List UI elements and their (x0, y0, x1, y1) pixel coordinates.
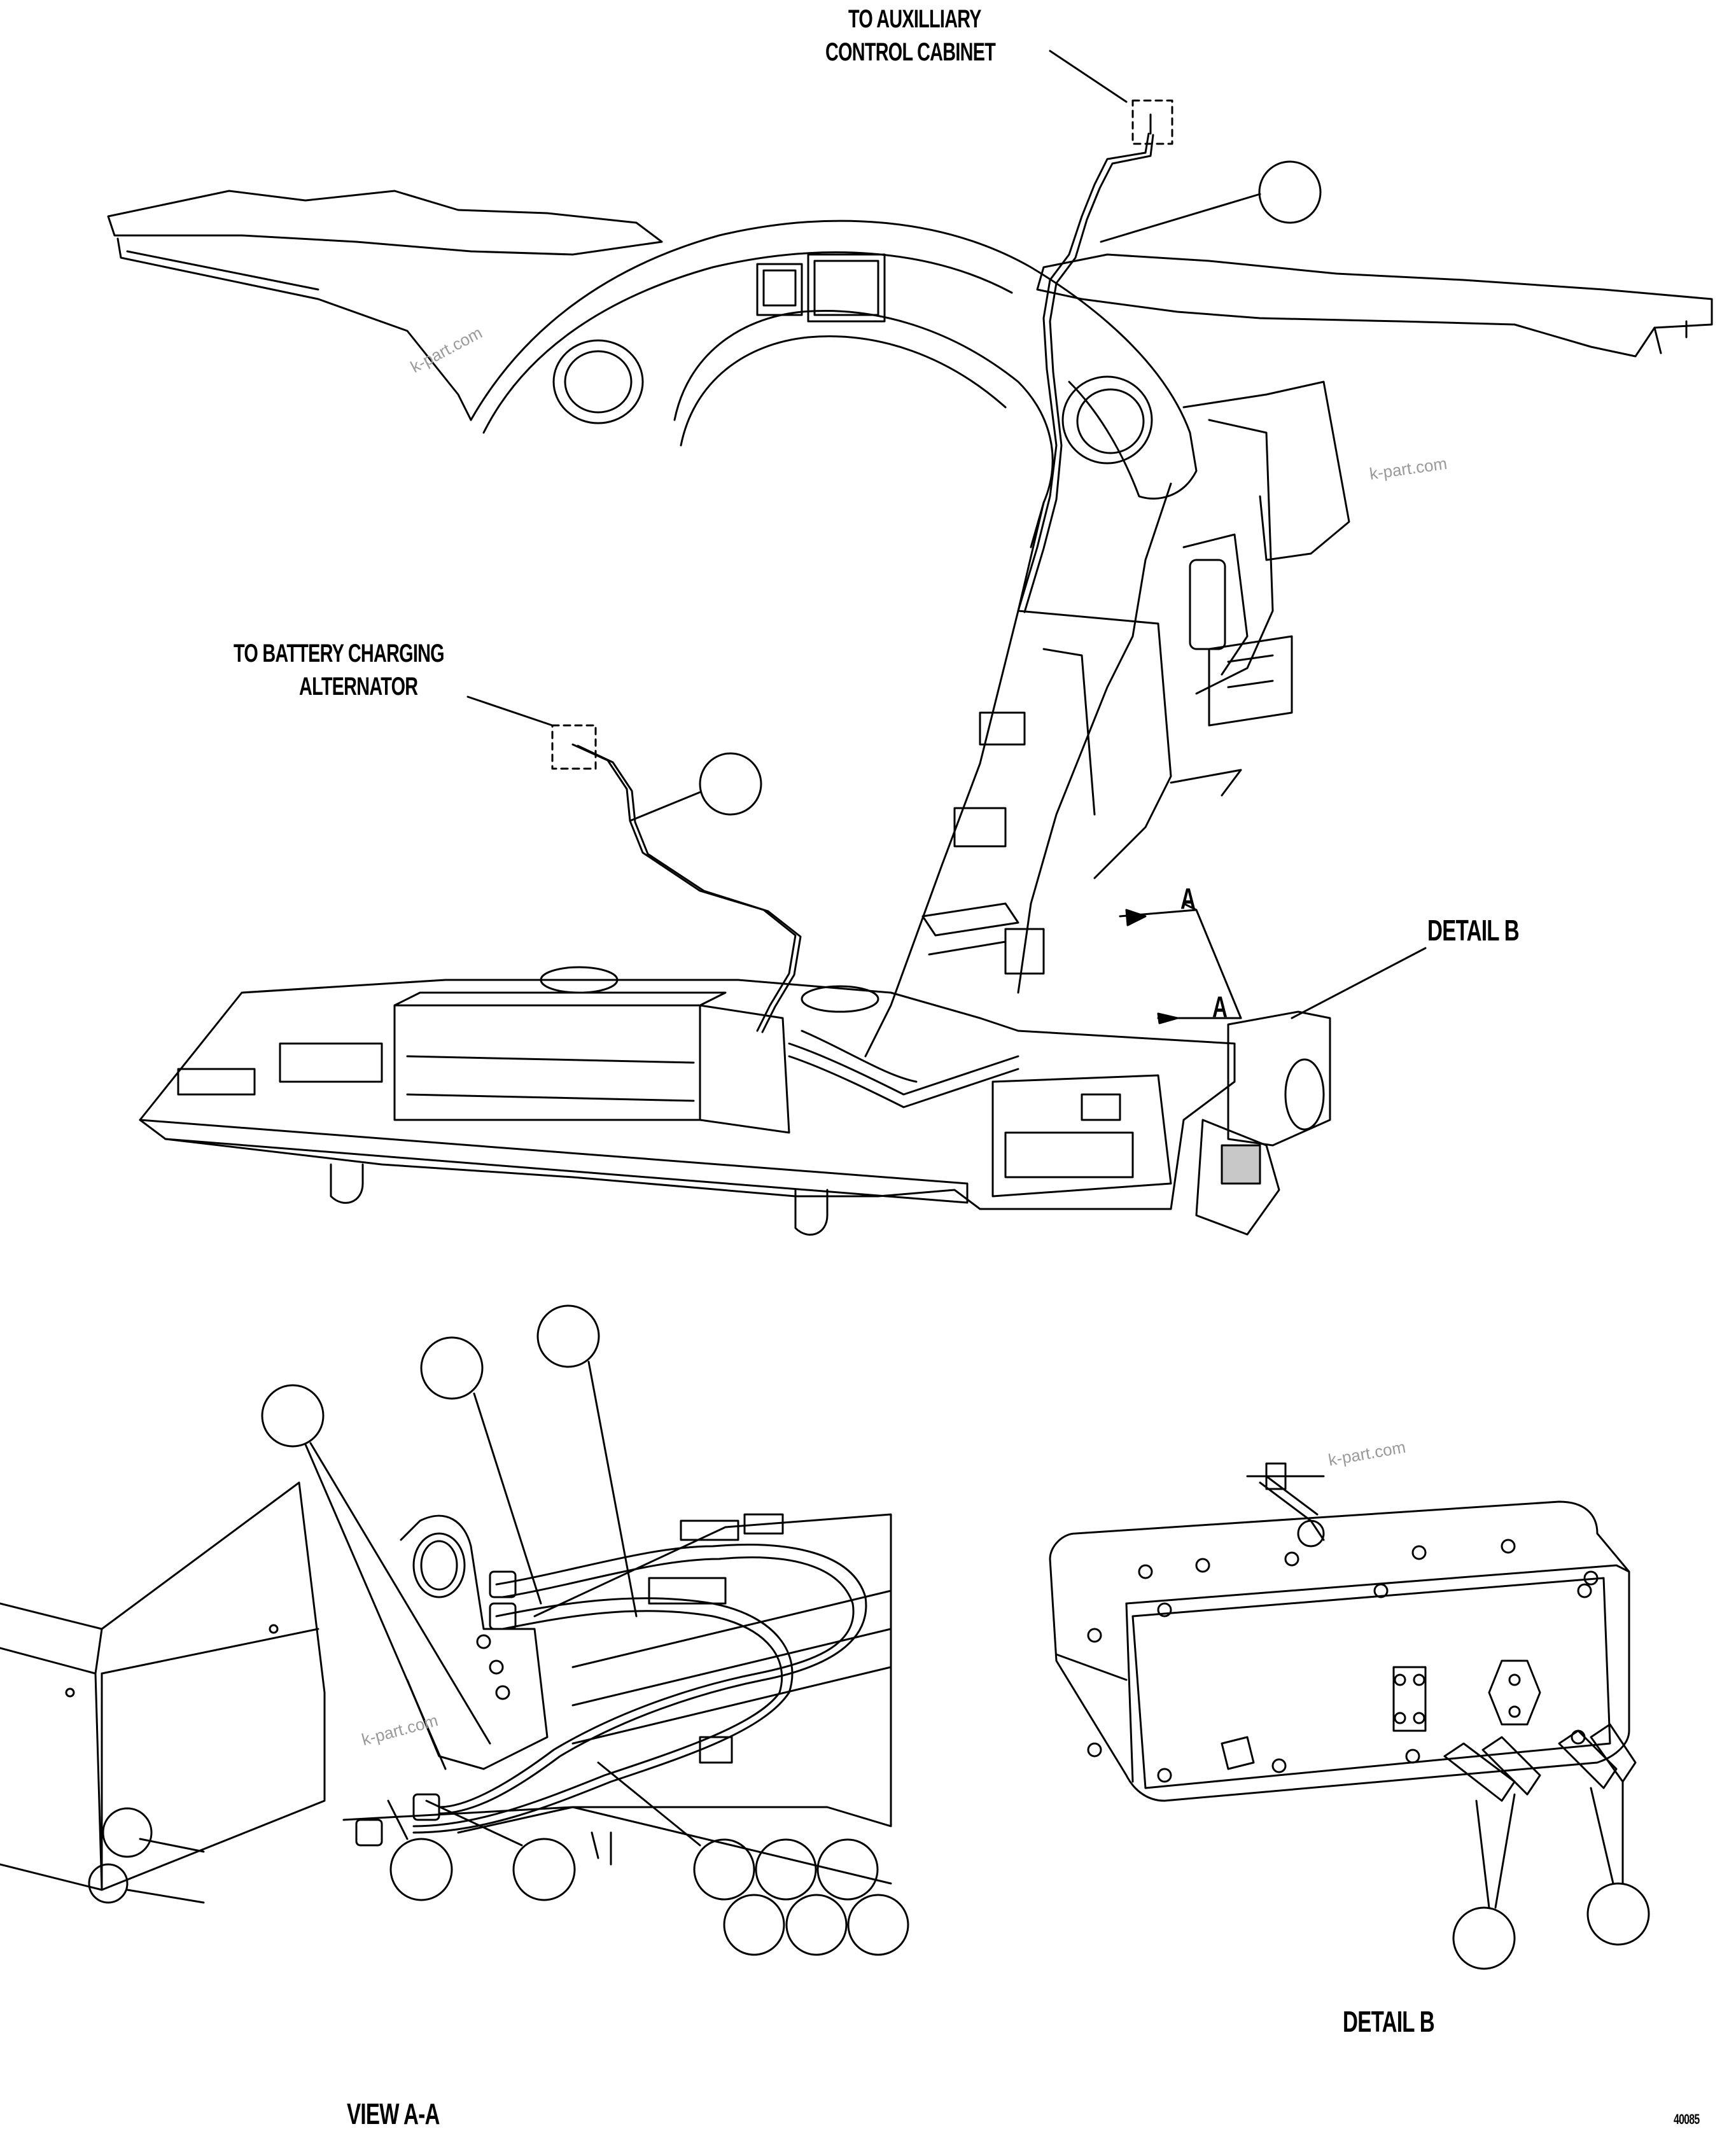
view-arrow-label-1: A (1180, 882, 1196, 915)
view-a-indicator (1119, 902, 1242, 1024)
sheet-id: 40085 (1674, 2111, 1700, 2127)
to-aux-label-line2: CONTROL CABINET (825, 38, 996, 66)
to-aux-label-line1: TO AUXILLIARY (848, 5, 981, 33)
balloon-view-a-1 (261, 1384, 491, 1770)
aux-control-cable (1017, 50, 1173, 613)
balloon-detail-b-2 (1586, 1780, 1650, 1946)
view-a-caption: VIEW A-A (347, 2097, 440, 2130)
detail-b-pointer-label: DETAIL B (1427, 914, 1520, 947)
view-a-a-drawing (0, 1481, 892, 1904)
balloon-view-a-3 (536, 1304, 638, 1617)
balloon-top-cable (1100, 160, 1322, 243)
to-battery-label-line2: ALTERNATOR (299, 673, 418, 701)
view-arrow-label-2: A (1212, 990, 1228, 1023)
upper-frame-assembly (107, 190, 1713, 1058)
balloon-view-a-2 (420, 1336, 542, 1605)
detail-b-caption: DETAIL B (1343, 2005, 1435, 2038)
to-battery-label-line1: TO BATTERY CHARGING (234, 639, 445, 667)
balloon-detail-b-1 (1452, 1793, 1516, 1970)
alternator-cable (466, 695, 802, 1033)
detail-b-leader (1291, 947, 1427, 1019)
balloon-view-a-5 (425, 1799, 576, 1901)
balloon-view-a-4 (387, 1799, 453, 1901)
base-platform (139, 966, 1331, 1236)
balloon-cluster-view-a (597, 1761, 909, 1956)
detail-b-drawing (1049, 1462, 1637, 1802)
balloon-alternator-cable (629, 752, 762, 822)
